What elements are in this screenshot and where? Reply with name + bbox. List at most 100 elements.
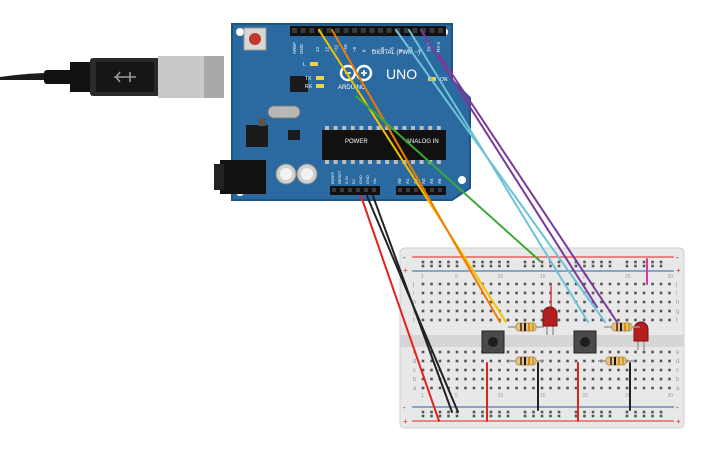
usb-cable-icon (0, 56, 224, 98)
wire-green[interactable] (355, 95, 541, 262)
column-number: 5 (455, 393, 458, 399)
reset-button-icon[interactable] (243, 27, 267, 51)
gnd-label: GND (299, 43, 304, 54)
crystal-icon (267, 105, 301, 119)
power-pin-label: GND (358, 175, 363, 184)
rx-label: RX (305, 84, 313, 90)
column-number: 5 (455, 274, 458, 280)
power-pin-label: IOREF (330, 171, 335, 184)
resistor-icon (604, 322, 640, 332)
column-number: 20 (583, 274, 589, 280)
rail-minus-bottom-right: - (676, 403, 679, 412)
analog-pin-label: A1 (405, 178, 410, 184)
row-letter: c (413, 368, 416, 374)
digital-pin-label: ~5 (389, 46, 394, 52)
tx-label: TX (305, 76, 312, 82)
model-label: UNO (386, 66, 417, 82)
digital-pin-label: 2 (417, 49, 422, 52)
column-number: 15 (540, 393, 546, 399)
column-number: 25 (625, 393, 631, 399)
wire-black-gnd-2[interactable] (372, 195, 453, 413)
led-icon (542, 306, 558, 335)
row-letter: a (676, 386, 680, 392)
wire-purple-2[interactable] (439, 55, 618, 323)
row-letter: f (676, 318, 678, 324)
push-button-icon[interactable] (481, 330, 505, 354)
usb-plug-icon (90, 56, 224, 98)
resistor-icon (508, 356, 544, 366)
resistor-icon (508, 322, 544, 332)
power-pin-label: 3.3V (344, 175, 349, 184)
push-button-icon[interactable] (573, 330, 597, 354)
rail-plus-bottom-left: + (403, 417, 408, 426)
digital-pin-label: TX 1 (427, 42, 432, 52)
power-pin-label: Vin (372, 178, 377, 184)
rail-minus-bottom-left: - (403, 403, 406, 412)
wire-orange[interactable] (331, 29, 501, 323)
row-letter: e (676, 350, 680, 356)
arduino-board: DIGITAL (PWM ~) ARDUINO UNO POWER ANALOG… (214, 23, 471, 201)
wire-yellow[interactable] (318, 29, 507, 323)
column-number: 10 (498, 393, 504, 399)
digital-pin-label: 12 (324, 46, 329, 52)
rail-minus-top-left: - (403, 253, 406, 262)
row-letter: d (676, 359, 679, 365)
analog-pin-label: A5 (437, 178, 442, 184)
analog-pin-label: A0 (397, 178, 402, 184)
dc-jack-icon (214, 160, 266, 194)
column-number: 30 (668, 274, 674, 280)
brand-label: ARDUINO (338, 85, 366, 91)
column-number: 10 (498, 274, 504, 280)
row-letter: b (676, 377, 680, 383)
digital-pin-label: ~6 (380, 46, 385, 52)
rail-minus-top-right: - (676, 253, 679, 262)
column-number: 25 (625, 274, 631, 280)
column-number: 30 (668, 393, 674, 399)
analog-pin-label: A4 (429, 178, 434, 184)
digital-pin-label: ~10 (343, 44, 348, 52)
rail-plus-top-left: + (403, 266, 408, 275)
analog-label: ANALOG IN (406, 139, 439, 145)
row-letter: h (413, 300, 416, 306)
power-label: POWER (345, 139, 368, 145)
column-number: 1 (421, 274, 424, 280)
microcontroller-chip-icon (322, 130, 446, 160)
power-pin-label: 5V (351, 179, 356, 184)
l-label: L (303, 62, 306, 68)
digital-pin-label: ~9 (352, 46, 357, 52)
wire-cyan-1[interactable] (408, 29, 589, 323)
row-letter: i (413, 291, 414, 297)
wire-red-5v[interactable] (360, 195, 440, 422)
power-pin-label: GND (365, 175, 370, 184)
digital-label: DIGITAL (PWM ~) (372, 50, 420, 56)
wire-cyan-2[interactable] (395, 29, 606, 323)
row-letter: h (676, 300, 679, 306)
digital-pin-label: 13 (315, 46, 320, 52)
digital-pin-label: 7 (371, 49, 376, 52)
analog-pin-label: A3 (421, 178, 426, 184)
digital-pin-label: RX 0 (436, 41, 441, 52)
row-letter: d (413, 359, 416, 365)
row-letter: a (413, 386, 417, 392)
column-number: 20 (583, 393, 589, 399)
rail-plus-top-right: + (676, 266, 681, 275)
row-letter: f (413, 318, 415, 324)
row-letter: j (412, 282, 414, 288)
aref-label: AREF (292, 42, 297, 54)
digital-pin-label: 4 (399, 49, 404, 52)
power-pin-label: RESET (337, 170, 342, 184)
row-letter: i (676, 291, 677, 297)
digital-pin-label: ~11 (334, 44, 339, 52)
column-number: 15 (540, 274, 546, 280)
capacitor-icon (275, 163, 318, 185)
row-letter: b (413, 377, 417, 383)
wire-purple[interactable] (420, 29, 598, 308)
row-letter: j (675, 282, 677, 288)
column-number: 1 (421, 393, 424, 399)
resistor-icon (598, 356, 634, 366)
digital-pin-label: 8 (362, 49, 367, 52)
row-letter: g (676, 309, 679, 315)
rail-plus-bottom-right: + (676, 417, 681, 426)
